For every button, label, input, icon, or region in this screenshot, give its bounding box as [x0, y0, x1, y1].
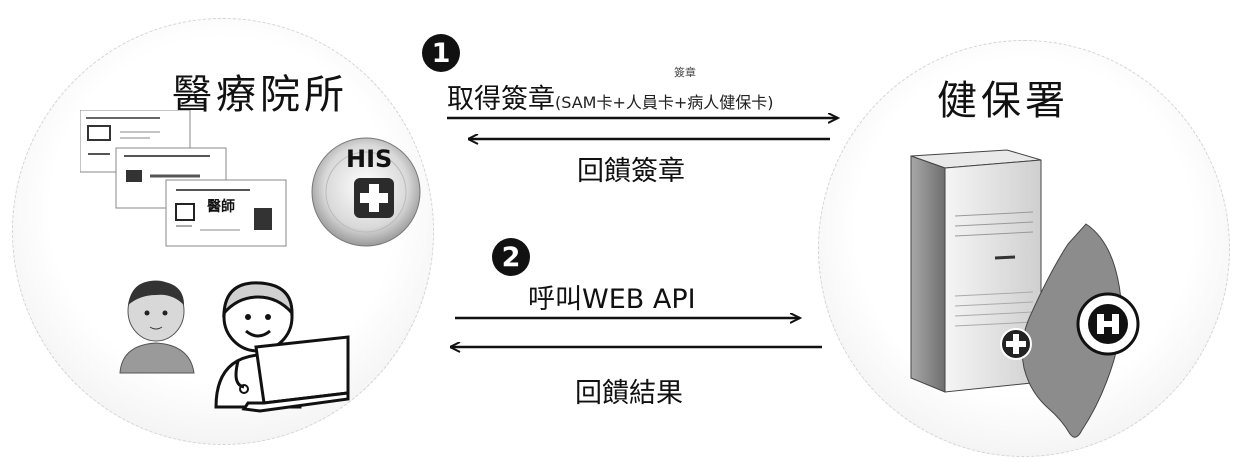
- step-2-request-label: 呼叫WEB API: [528, 284, 696, 315]
- step-2-response-label: 回饋結果: [575, 378, 683, 409]
- patient-icon: [119, 280, 195, 374]
- step-1-badge: 1: [422, 34, 460, 72]
- step-1-response-label: 回饋簽章: [577, 156, 685, 187]
- card-doctor: [165, 179, 287, 247]
- taiwan-map-logo: [1000, 223, 1140, 438]
- his-disc: [311, 137, 421, 247]
- hospital-title: 醫療院所: [172, 72, 348, 118]
- step-1-request-main: 取得簽章: [447, 84, 555, 115]
- his-label: HIS: [346, 145, 393, 173]
- step-2-badge: 2: [492, 238, 530, 276]
- nhia-title: 健保署: [937, 78, 1069, 124]
- doctor-icon: [214, 281, 350, 413]
- step-1-request-detail: (SAM卡+人員卡+病人健保卡): [555, 93, 774, 112]
- step-1-request-note: 簽章: [674, 66, 696, 79]
- card-doctor-label: 醫師: [207, 199, 235, 215]
- laptop-icon: [241, 335, 350, 413]
- step-1-request-label: 取得簽章(SAM卡+人員卡+病人健保卡): [447, 77, 774, 116]
- ic-cards-illustration: [80, 110, 287, 247]
- medical-cross-icon: [354, 178, 394, 218]
